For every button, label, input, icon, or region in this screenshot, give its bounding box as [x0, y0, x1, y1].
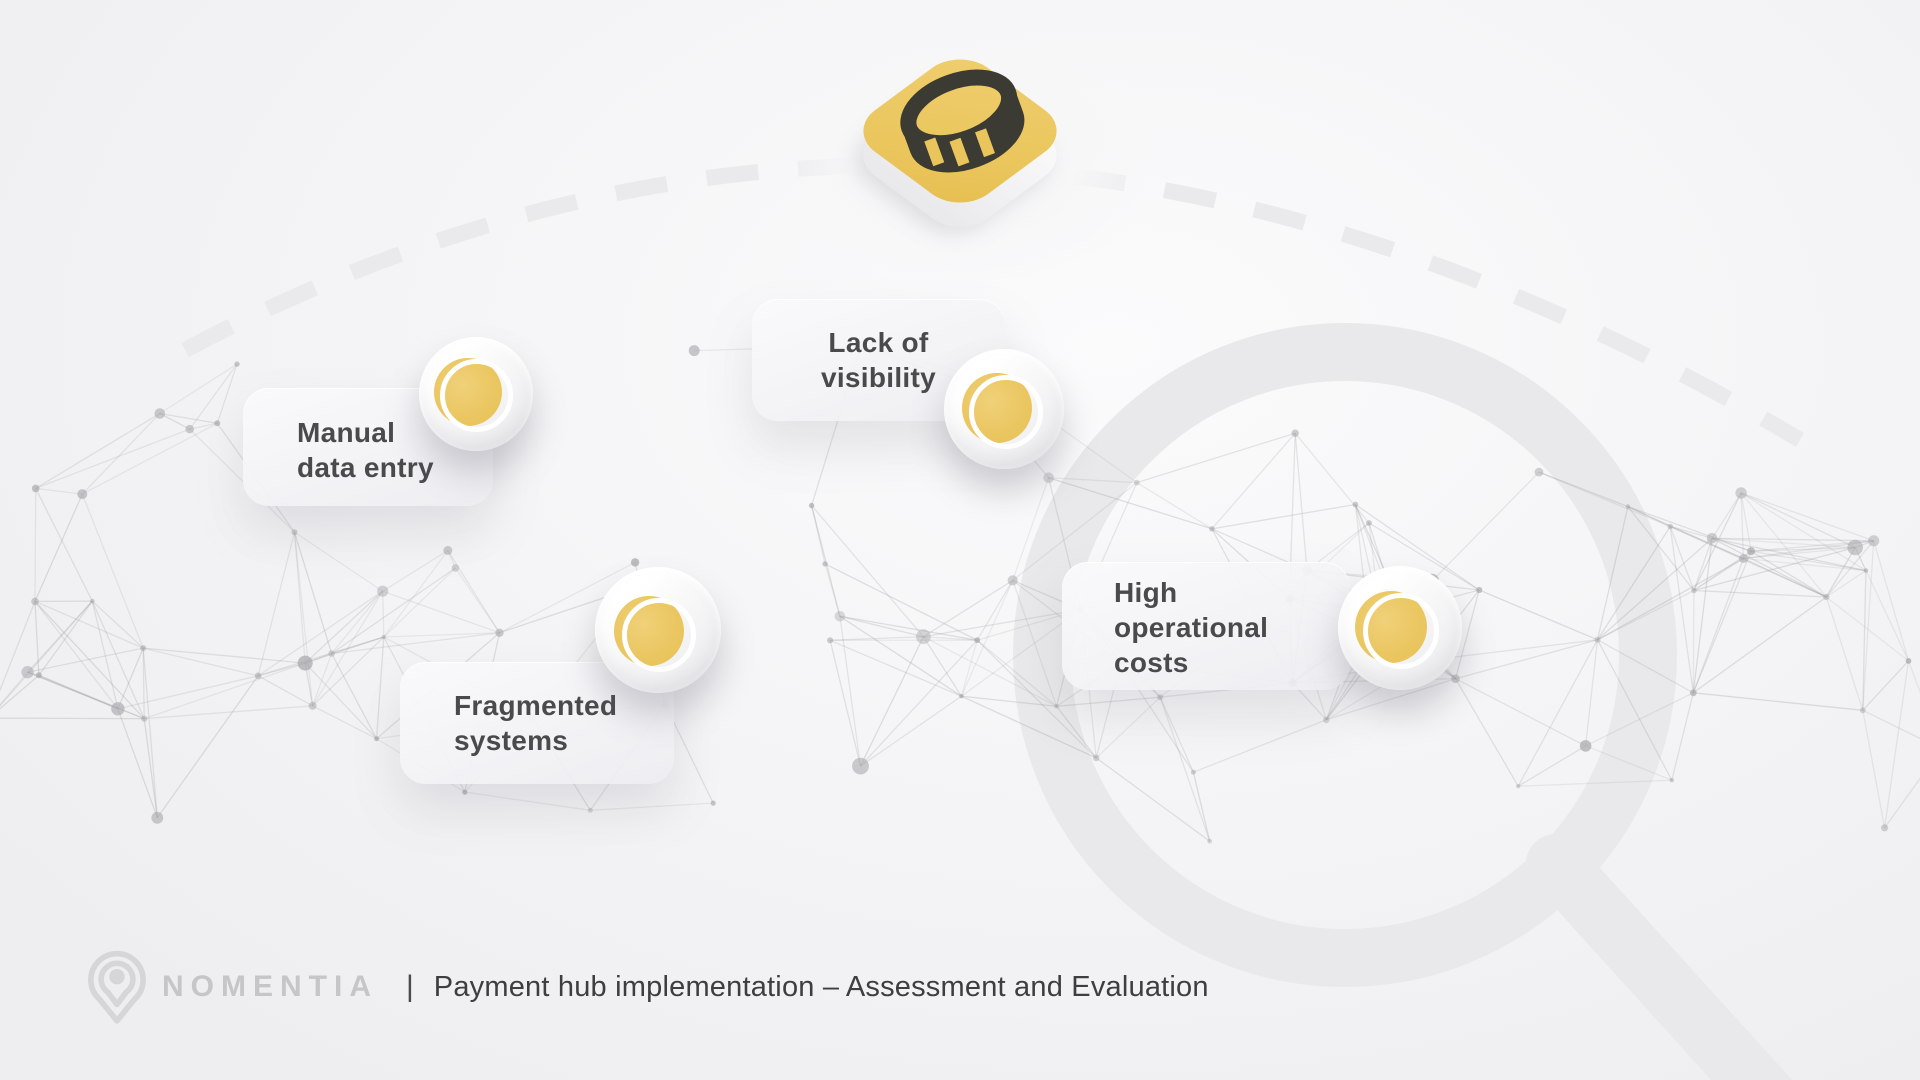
node-marker	[944, 349, 1064, 469]
pain-point-card-high-operational-costs: High operational costs	[1062, 562, 1350, 690]
pain-point-label: Lack of visibility	[820, 327, 937, 393]
node-marker	[419, 337, 533, 451]
footer: NOMENTIA | Payment hub implementation – …	[86, 944, 1209, 1030]
node-highlight-ring	[1363, 593, 1439, 669]
hero-icon-tile	[845, 45, 1075, 255]
dashed-route-arc	[181, 157, 1805, 447]
pain-point-label: High operational costs	[1114, 577, 1269, 678]
node-highlight-ring	[440, 359, 513, 432]
coin-icon	[900, 69, 1025, 173]
nomentia-pin-icon	[88, 950, 146, 1024]
magnifying-glass-icon	[1013, 323, 1793, 1080]
node-marker	[595, 567, 721, 693]
slide-title: Payment hub implementation – Assessment …	[433, 970, 1209, 1003]
node-marker	[1338, 566, 1462, 690]
pain-point-label: Fragmented systems	[454, 690, 618, 756]
title-separator: |	[406, 970, 414, 1003]
node-highlight-ring	[969, 375, 1043, 449]
node-highlight-ring	[622, 598, 696, 672]
brand-name: NOMENTIA	[162, 970, 378, 1003]
pain-point-label: Manual data entry	[297, 417, 434, 483]
